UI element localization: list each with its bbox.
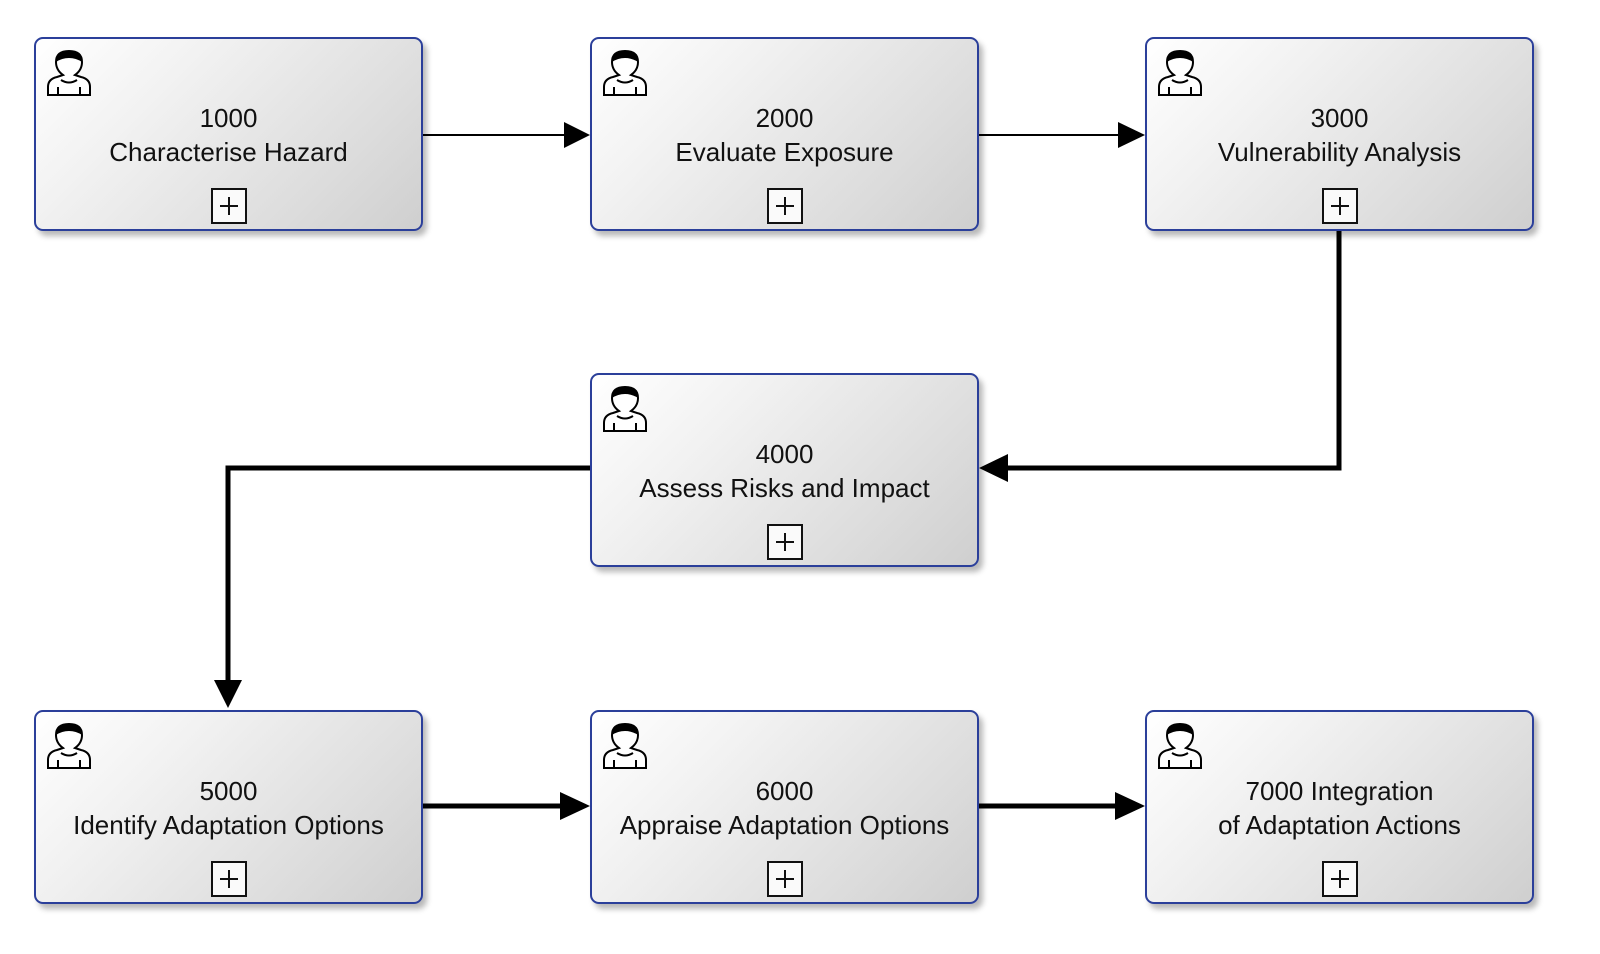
user-icon: [603, 49, 647, 96]
task-title: Vulnerability Analysis: [1217, 137, 1462, 167]
expand-subprocess-icon[interactable]: [1322, 861, 1358, 897]
task-4000[interactable]: 4000 Assess Risks and Impact: [590, 373, 979, 567]
task-title: Characterise Hazard: [109, 137, 348, 167]
expand-subprocess-icon[interactable]: [767, 861, 803, 897]
expand-subprocess-icon[interactable]: [211, 188, 247, 224]
task-title: Appraise Adaptation Options: [619, 810, 950, 840]
task-7000[interactable]: 7000 Integration of Adaptation Actions: [1145, 710, 1534, 904]
task-number: 2000: [755, 103, 814, 133]
flow-3000-to-4000[interactable]: [979, 231, 1342, 482]
user-icon: [603, 385, 647, 432]
task-2000[interactable]: 2000 Evaluate Exposure: [590, 37, 979, 231]
task-title: Evaluate Exposure: [675, 137, 894, 167]
task-number: 3000: [1310, 103, 1369, 133]
task-label: 1000 Characterise Hazard: [36, 101, 421, 169]
flow-5000-to-6000[interactable]: [423, 792, 590, 820]
task-label: 4000 Assess Risks and Impact: [592, 437, 977, 505]
task-3000[interactable]: 3000 Vulnerability Analysis: [1145, 37, 1534, 231]
user-icon: [47, 49, 91, 96]
flow-1000-to-2000[interactable]: [423, 122, 590, 148]
task-number: 5000: [199, 776, 258, 806]
expand-subprocess-icon[interactable]: [767, 524, 803, 560]
task-title: Identify Adaptation Options: [73, 810, 384, 840]
task-1000[interactable]: 1000 Characterise Hazard: [34, 37, 423, 231]
task-label: 2000 Evaluate Exposure: [592, 101, 977, 169]
task-title-line-1: 7000 Integration: [1245, 776, 1434, 806]
user-icon: [1158, 49, 1202, 96]
task-title-line-2: of Adaptation Actions: [1218, 810, 1461, 840]
user-icon: [603, 722, 647, 769]
task-6000[interactable]: 6000 Appraise Adaptation Options: [590, 710, 979, 904]
user-icon: [47, 722, 91, 769]
flow-6000-to-7000[interactable]: [979, 792, 1145, 820]
task-title: Assess Risks and Impact: [639, 473, 930, 503]
expand-subprocess-icon[interactable]: [211, 861, 247, 897]
task-5000[interactable]: 5000 Identify Adaptation Options: [34, 710, 423, 904]
flow-2000-to-3000[interactable]: [979, 122, 1145, 148]
user-icon: [1158, 722, 1202, 769]
task-label: 7000 Integration of Adaptation Actions: [1147, 774, 1532, 842]
task-label: 6000 Appraise Adaptation Options: [592, 774, 977, 842]
flow-4000-to-5000[interactable]: [214, 465, 590, 708]
task-label: 5000 Identify Adaptation Options: [36, 774, 421, 842]
expand-subprocess-icon[interactable]: [1322, 188, 1358, 224]
task-number: 1000: [199, 103, 258, 133]
task-number: 4000: [755, 439, 814, 469]
expand-subprocess-icon[interactable]: [767, 188, 803, 224]
task-number: 6000: [755, 776, 814, 806]
task-label: 3000 Vulnerability Analysis: [1147, 101, 1532, 169]
